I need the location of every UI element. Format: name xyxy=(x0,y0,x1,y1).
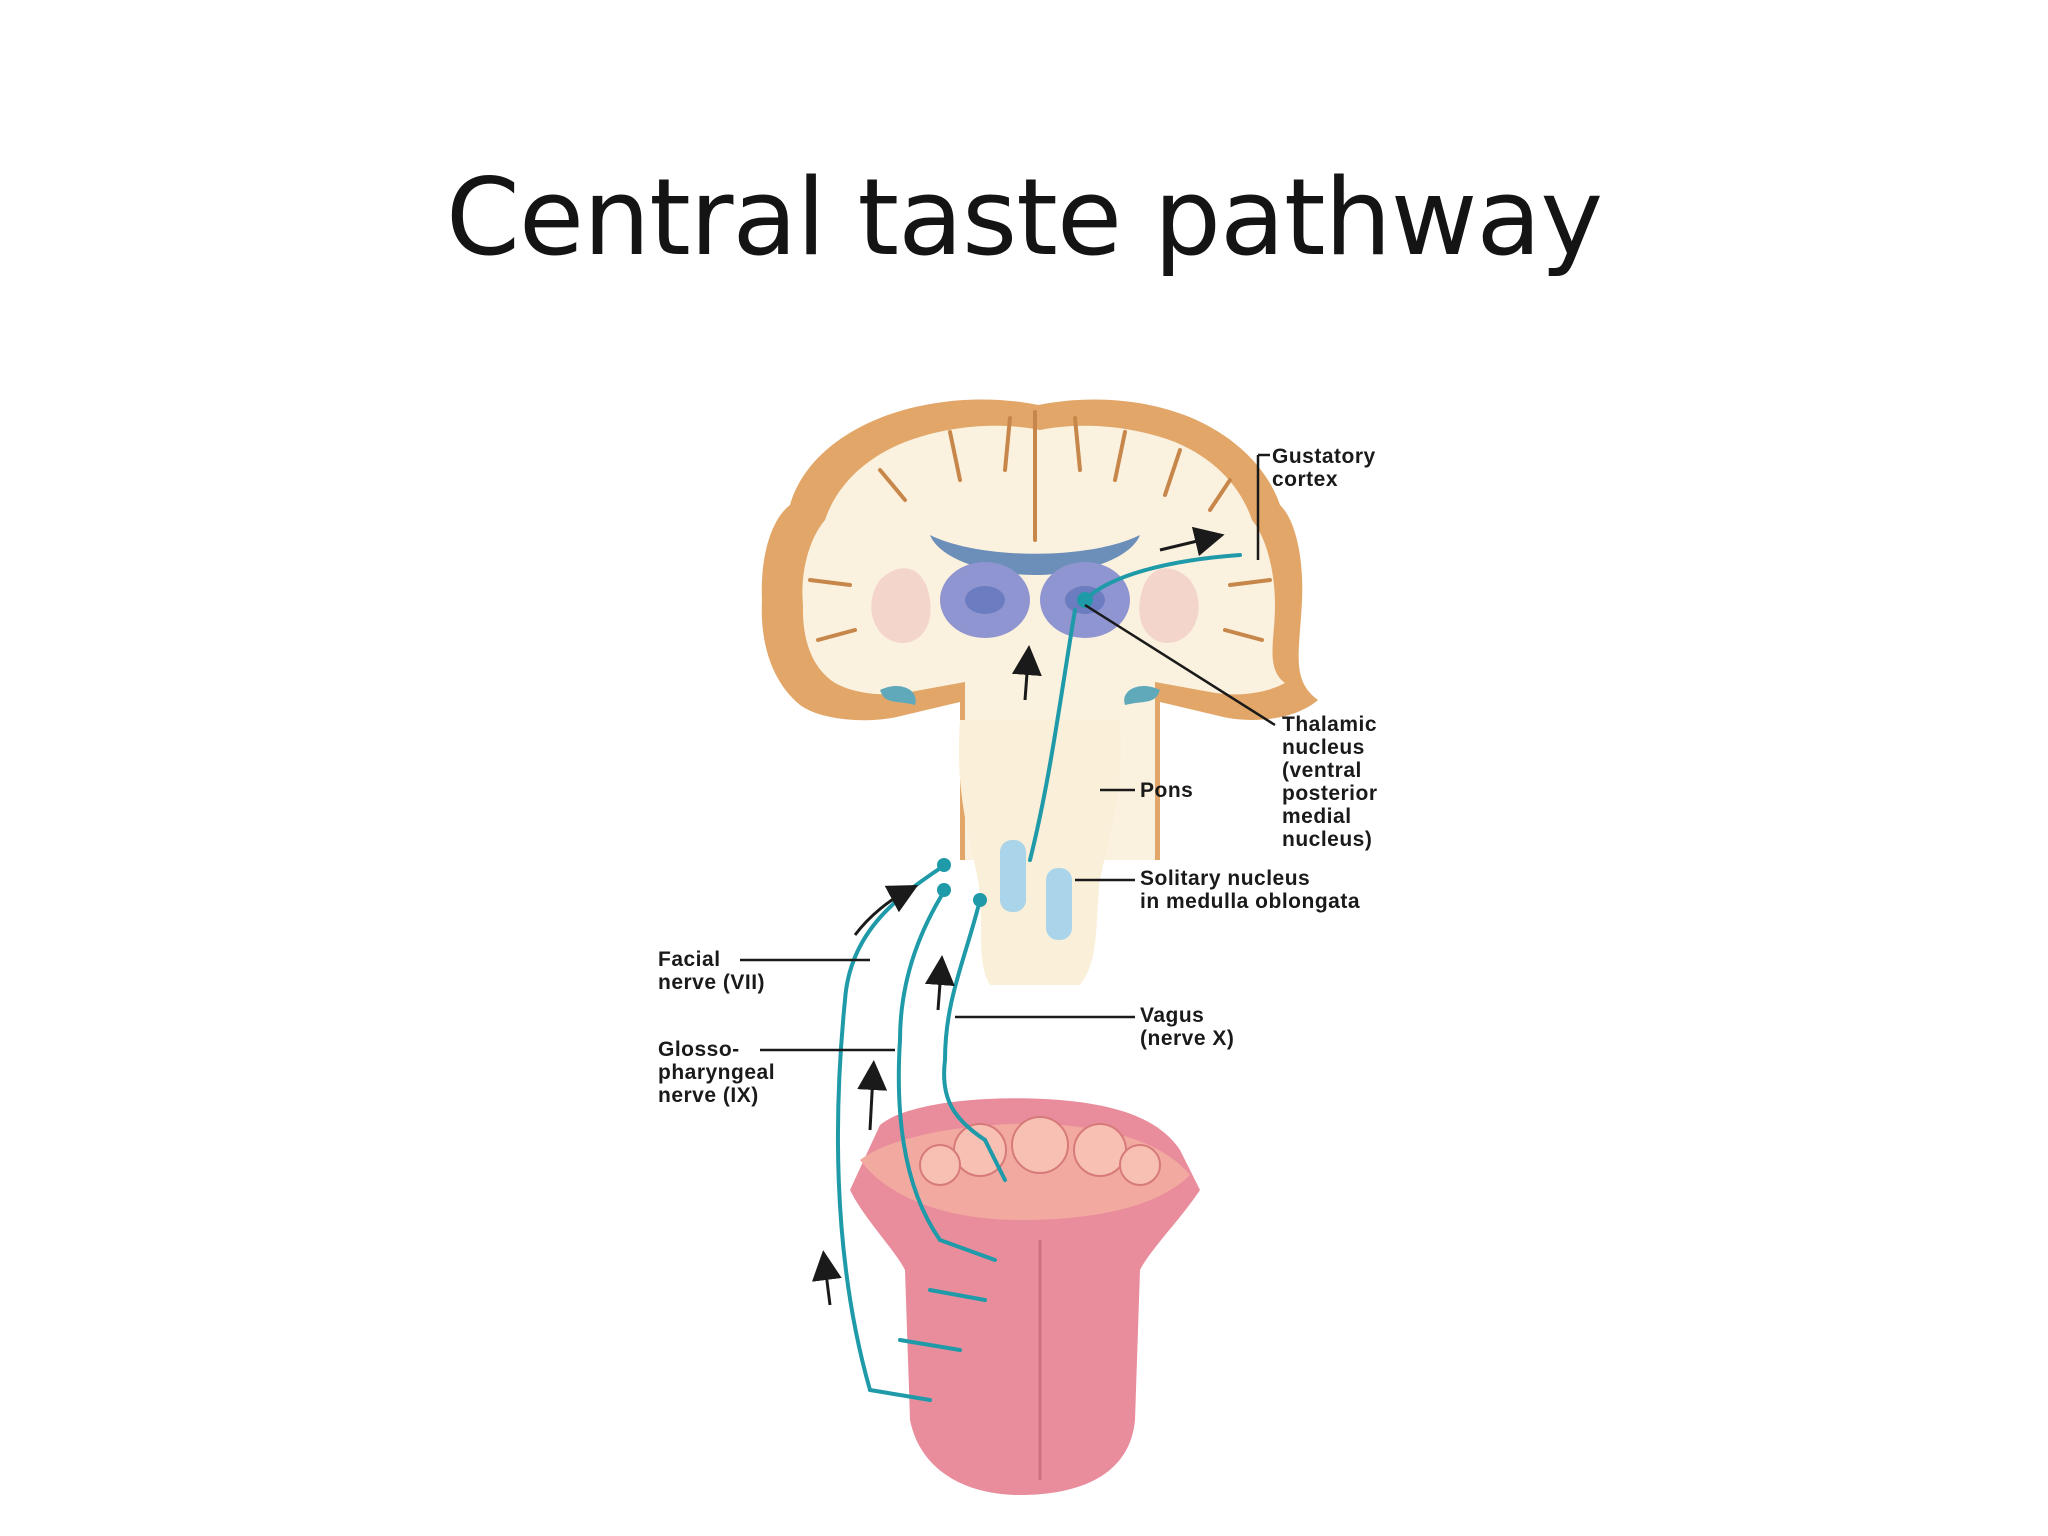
lateral-nucleus-left xyxy=(871,568,931,644)
leader-lines xyxy=(740,453,1276,1052)
label-pons: Pons xyxy=(1140,779,1194,802)
white-matter xyxy=(802,425,1285,860)
solitary-nucleus-right xyxy=(1046,868,1072,940)
slide-title: Central taste pathway xyxy=(445,156,1603,279)
direction-arrows xyxy=(811,526,1225,1306)
papillae xyxy=(919,1116,1161,1186)
leader-gustatory xyxy=(1256,453,1270,560)
ventricle-left xyxy=(880,685,916,705)
tongue xyxy=(850,1098,1200,1495)
arrow-midbrain xyxy=(1011,645,1042,701)
arrow-vagus xyxy=(924,955,955,1011)
vagus-nerve-path xyxy=(942,898,987,1142)
label-thalamic-nucleus: Thalamic nucleus (ventral posterior medi… xyxy=(1282,713,1378,851)
gustatory-projection xyxy=(1083,553,1242,602)
pons-medulla xyxy=(958,720,1121,985)
label-glossopharyngeal-nerve: Glosso- pharyngeal nerve (IX) xyxy=(658,1038,776,1107)
leader-thalamic xyxy=(1084,603,1276,727)
label-facial-nerve: Facial nerve (VII) xyxy=(658,948,766,994)
brainstem xyxy=(958,720,1121,985)
tongue-branches xyxy=(868,1138,1007,1402)
ventricle-right xyxy=(1124,685,1160,705)
arrow-tongue xyxy=(811,1250,842,1306)
sulcus-gyri xyxy=(808,410,1272,642)
label-vagus-nerve: Vagus (nerve X) xyxy=(1140,1004,1235,1050)
ascending-tract xyxy=(1028,608,1077,862)
label-solitary-nucleus: Solitary nucleus in medulla oblongata xyxy=(1140,867,1361,913)
solitary-nucleus-left xyxy=(1000,840,1026,912)
arrow-glosso xyxy=(857,1060,888,1131)
glosso-nerve-path xyxy=(896,888,947,1242)
arrow-facial xyxy=(853,884,919,936)
lateral-nucleus-right xyxy=(1139,568,1199,644)
label-gustatory-cortex: Gustatory cortex xyxy=(1272,445,1376,491)
arrow-cortex xyxy=(1159,526,1225,557)
brain-section xyxy=(761,399,1318,860)
ganglion-dots xyxy=(937,592,1093,907)
